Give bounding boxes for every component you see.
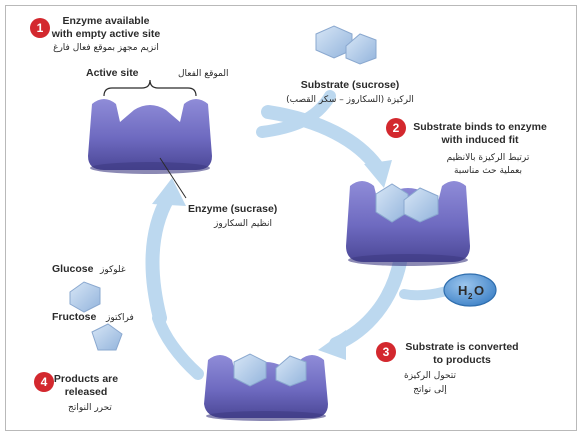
step4-arabic: تحرر النواتج (68, 403, 112, 413)
svg-text:2: 2 (468, 292, 473, 301)
active-site-bracket (104, 80, 196, 96)
fructose-arabic: فراكتوز (105, 313, 134, 323)
enzyme-empty (88, 99, 212, 174)
step2-arabic-line2: بعملية حث مناسبة (454, 166, 522, 176)
step2-title: Substrate binds to enzyme (413, 121, 547, 133)
glucose-label: Glucose (52, 263, 94, 275)
enzyme-arabic: انظيم السكاروز (213, 219, 272, 229)
svg-text:4: 4 (41, 375, 48, 389)
step3-title: Substrate is converted (405, 341, 518, 353)
arrow-products-out (158, 318, 198, 374)
glucose-molecule (70, 282, 100, 312)
step3-subtitle: to products (433, 354, 491, 366)
step1-title: Enzyme available (63, 15, 150, 27)
arrow-water-in (404, 290, 450, 295)
enzyme-label: Enzyme (sucrase) (188, 203, 277, 215)
arrow-to-step1 (152, 178, 186, 318)
svg-text:3: 3 (383, 345, 390, 359)
enzyme-with-products (204, 354, 328, 421)
step4-badge: 4 (34, 372, 54, 392)
step4-title: Products are (54, 373, 118, 385)
step2-badge: 2 (386, 118, 406, 138)
step1-badge: 1 (30, 18, 50, 38)
step2-arabic-line1: ترتبط الركيزة بالانظيم (447, 153, 530, 163)
step1-subtitle: with empty active site (51, 28, 161, 40)
active-site-label: Active site (86, 67, 139, 79)
water-molecule: H 2 O (444, 274, 496, 306)
substrate-label: Substrate (sucrose) (301, 79, 400, 91)
step2-subtitle: with induced fit (441, 134, 519, 146)
substrate-arabic: الركيزة (السكاروز – سكر القصب) (286, 95, 414, 105)
fructose-molecule (92, 324, 122, 350)
step1-arabic: انزيم مجهز بموقع فعال فارغ (53, 43, 159, 53)
svg-text:2: 2 (393, 121, 400, 135)
step3-badge: 3 (376, 342, 396, 362)
svg-text:H: H (458, 283, 467, 298)
substrate-molecule (316, 26, 376, 64)
step4-subtitle: released (65, 386, 108, 398)
fructose-label: Fructose (52, 311, 97, 323)
svg-text:1: 1 (37, 21, 44, 35)
active-site-arabic: الموقع الفعال (178, 69, 228, 79)
glucose-arabic: غلوكوز (99, 265, 126, 275)
step3-arabic-line2: إلى نواتج (413, 385, 447, 395)
enzyme-substrate-complex (346, 181, 470, 266)
svg-text:O: O (474, 283, 484, 298)
step3-arabic-line1: تتحول الركيزة (404, 371, 456, 381)
